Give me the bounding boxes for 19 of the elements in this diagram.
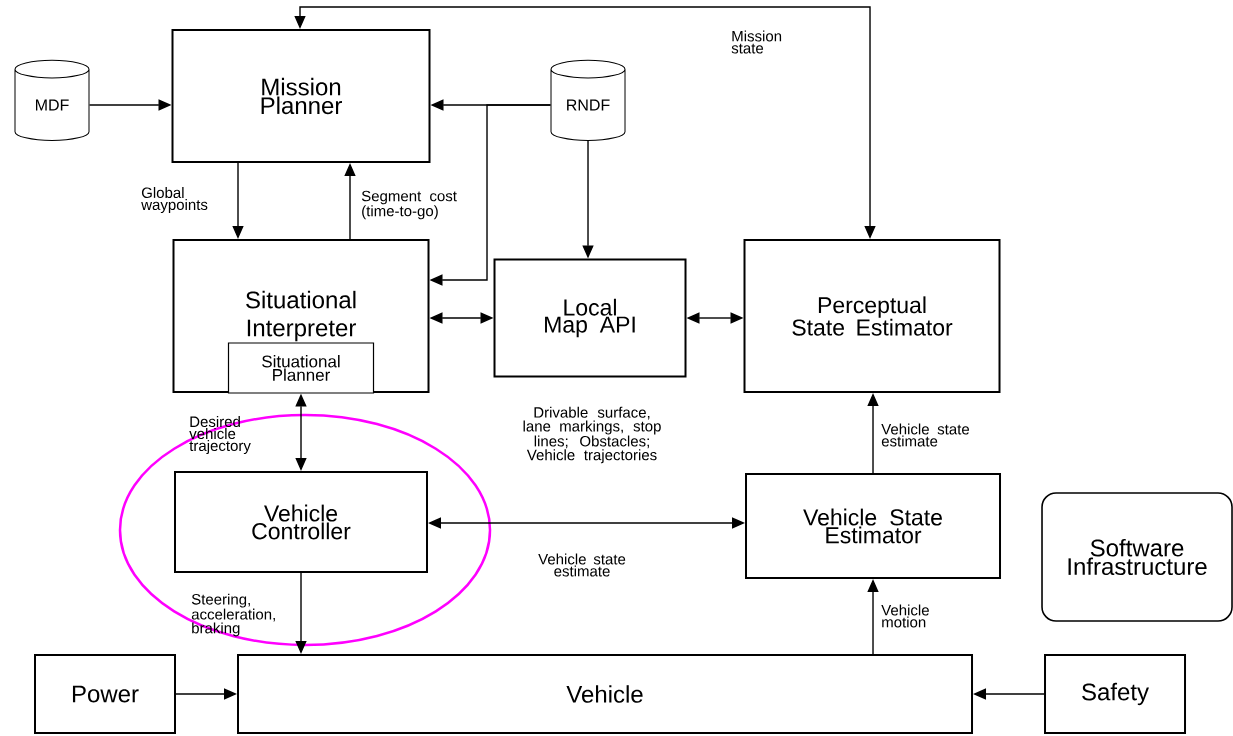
edge-label: Segment cost (time-to-go): [361, 190, 457, 220]
database-cylinder: MDF: [14, 59, 90, 141]
edge-label: Vehicle state estimate: [881, 423, 970, 447]
process-box: Vehicle State Estimator: [745, 473, 1001, 579]
process-box: Vehicle Controller: [174, 471, 428, 573]
edge-label: Vehicle motion: [881, 604, 929, 628]
rounded-box: Software Infrastructure: [1041, 492, 1233, 622]
edge-label: Mission state: [731, 30, 782, 54]
process-box: Local Map API: [493, 258, 687, 378]
process-box: Mission Planner: [171, 29, 431, 163]
process-box: Vehicle: [237, 654, 973, 734]
process-box: Situational Planner: [227, 342, 375, 394]
database-cylinder: RNDF: [550, 59, 626, 141]
annotation-text: Drivable surface, lane markings, stop lines; Obstacles; Vehicle trajectories: [523, 406, 661, 464]
edge-label: Global waypoints: [141, 187, 208, 213]
process-box: Safety: [1044, 654, 1186, 734]
process-box: Power: [34, 654, 176, 734]
edge-label: Vehicle state estimate: [538, 553, 626, 577]
process-box: Perceptual State Estimator: [743, 239, 1001, 393]
